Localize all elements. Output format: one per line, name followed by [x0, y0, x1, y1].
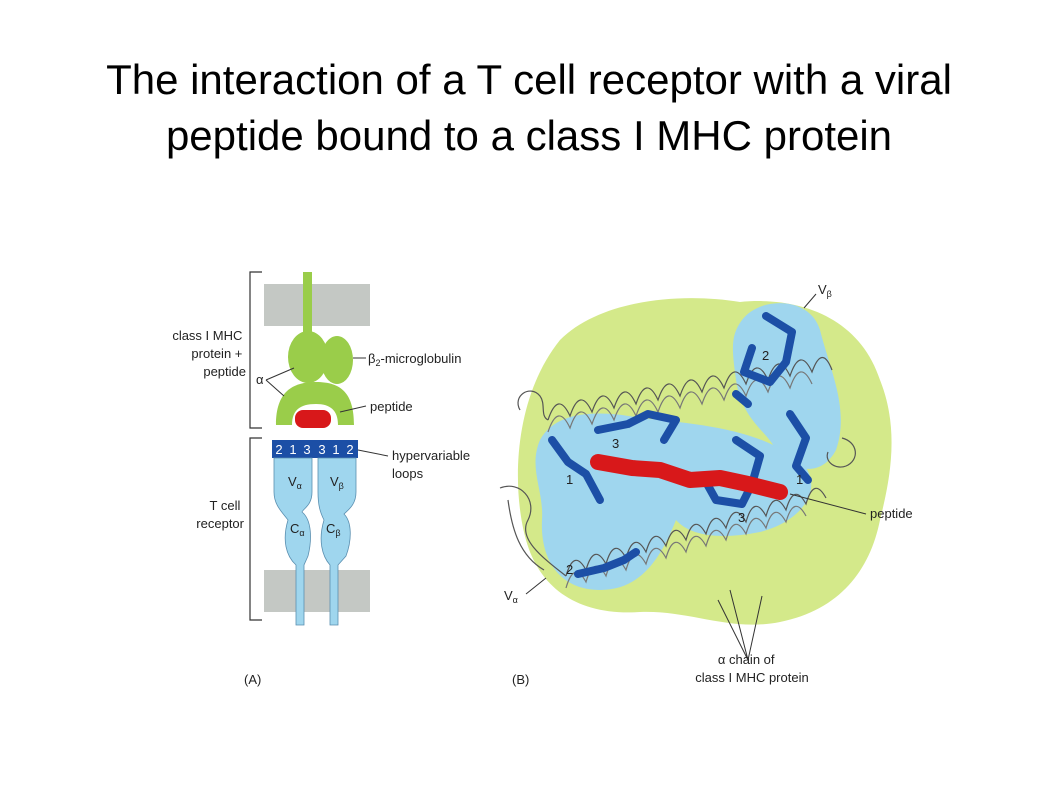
- mhc-alpha3-domain: [288, 331, 328, 383]
- peptide-a: [295, 410, 331, 428]
- peptide-pointer-a: [339, 405, 367, 413]
- lower-membrane: [264, 570, 370, 612]
- mhc-transmembrane-stalk: [303, 272, 312, 338]
- v-beta-loop-1: [786, 410, 812, 484]
- v-alpha-loop-1: [548, 436, 604, 504]
- hypervariable-loops-b: [548, 312, 812, 578]
- v-alpha-pointer: [525, 577, 547, 595]
- peptide-label-a: peptide: [370, 399, 413, 414]
- loop-number-beta-3: 3: [738, 510, 745, 525]
- alpha-chain-label: α chain of class I MHC protein: [695, 652, 808, 685]
- tcr-bracket: [249, 437, 262, 621]
- v-alpha-label-b: Vα: [504, 588, 518, 605]
- panel-b: 2 3 1 1 3 2 Vβ Vα peptide α chain of cla…: [499, 282, 913, 687]
- loop-number: 3: [303, 442, 310, 457]
- b2-microglobulin-label: β2-microglobulin: [368, 351, 461, 368]
- c-beta-label: Cβ: [326, 521, 341, 538]
- loop-number-alpha-1: 1: [566, 472, 573, 487]
- hypervariable-loops-label: hypervariable loops: [392, 448, 474, 481]
- loop-number-alpha-2: 2: [566, 562, 573, 577]
- loop-number: 1: [332, 442, 339, 457]
- t-cell-receptor-label: T cell receptor: [196, 498, 244, 531]
- alpha-label: α: [256, 372, 264, 387]
- loop-number: 2: [275, 442, 282, 457]
- v-beta-label: Vβ: [330, 474, 344, 491]
- v-alpha-label: Vα: [288, 474, 302, 491]
- v-alpha-loop-2: [574, 548, 640, 578]
- hypervariable-loop-bar: [272, 440, 358, 458]
- loop-number-beta-2: 2: [762, 348, 769, 363]
- mhc-alpha-helix-lower: [499, 485, 827, 589]
- tcr-alpha-chain: [273, 457, 313, 626]
- v-beta-loop-top: [732, 390, 752, 408]
- panel-a-label: (A): [244, 672, 261, 687]
- loop-number-labels: 2 1 3 3 1 2: [275, 442, 353, 457]
- mhc-alpha-helix-upper: [517, 356, 856, 468]
- v-beta-domain: [732, 303, 841, 469]
- v-beta-loop-3: [702, 436, 764, 508]
- v-beta-loop-2: [740, 312, 796, 386]
- mhc-peptide-groove: [276, 382, 354, 425]
- loop-number-beta-1: 1: [796, 472, 803, 487]
- tcr-beta-chain: [317, 457, 357, 626]
- loop-number: 2: [346, 442, 353, 457]
- peptide-pointer-b: [789, 493, 867, 515]
- alpha-chain-pointers: [717, 589, 763, 661]
- b2-microglobulin-domain: [321, 336, 353, 384]
- class-mhc-label: class I MHC protein + peptide: [172, 328, 246, 379]
- peptide-label-b: peptide: [870, 506, 913, 521]
- loop-number: 3: [318, 442, 325, 457]
- hypervariable-pointer: [357, 449, 389, 457]
- v-alpha-loop-3: [594, 410, 680, 444]
- slide-title: The interaction of a T cell receptor wit…: [106, 56, 952, 159]
- alpha-pointer: [265, 367, 295, 397]
- c-alpha-label: Cα: [290, 521, 305, 538]
- upper-membrane: [264, 284, 370, 326]
- v-beta-pointer: [803, 293, 817, 309]
- panel-a: 2 1 3 3 1 2 Vα Vβ Cα Cβ class I MHC prot…: [172, 271, 474, 687]
- panel-b-label: (B): [512, 672, 529, 687]
- loop-number-alpha-3: 3: [612, 436, 619, 451]
- mhc-bracket: [249, 271, 262, 429]
- peptide-b: [590, 454, 788, 500]
- v-beta-label-b: Vβ: [818, 282, 832, 299]
- loop-number: 1: [289, 442, 296, 457]
